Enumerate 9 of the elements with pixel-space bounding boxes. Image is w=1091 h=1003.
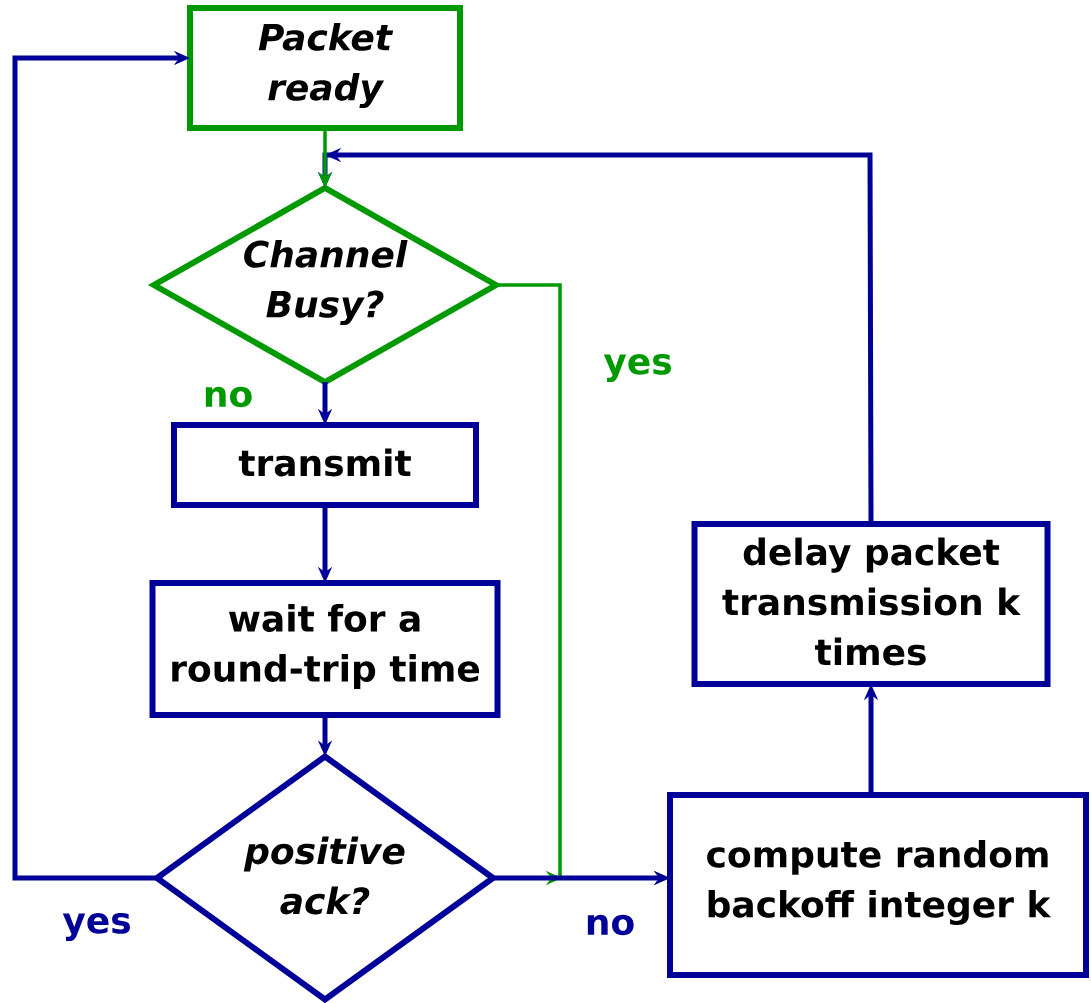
process-box: transmit bbox=[171, 422, 479, 508]
process-box: Packet ready bbox=[187, 5, 463, 131]
process-box: wait for a round-trip time bbox=[149, 580, 501, 718]
process-box: compute random backoff integer k bbox=[667, 792, 1089, 978]
edge-label: no bbox=[582, 912, 638, 938]
edge-label: yes bbox=[601, 352, 675, 384]
edge-label: no bbox=[200, 384, 256, 410]
edge-label: yes bbox=[60, 911, 134, 943]
process-box: delay packet transmission k times bbox=[691, 521, 1051, 687]
